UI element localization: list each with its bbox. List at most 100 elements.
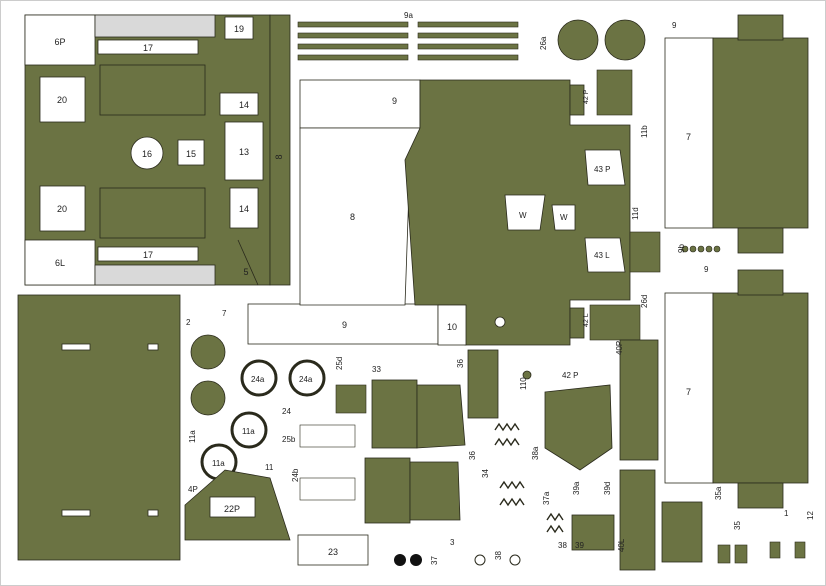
turret-label-10: 10 bbox=[447, 322, 457, 332]
turret-tab-42l bbox=[569, 307, 585, 339]
label-40l: 40L bbox=[617, 538, 626, 552]
turret-part bbox=[247, 79, 631, 346]
track-top bbox=[664, 14, 809, 254]
springs bbox=[494, 422, 564, 534]
label-38a: 38a bbox=[531, 446, 540, 460]
gear-26a bbox=[557, 19, 646, 61]
label-35: 35 bbox=[733, 521, 742, 530]
label-9a: 9a bbox=[404, 11, 413, 20]
label-11b: 11b bbox=[640, 125, 649, 138]
bottom-right-parts bbox=[717, 541, 806, 564]
label-39a: 39a bbox=[572, 481, 581, 495]
label-11a-b: 11a bbox=[212, 459, 225, 468]
turret-panel-9-bottom bbox=[247, 303, 439, 345]
label-1: 1 bbox=[784, 509, 789, 518]
hull-panel-20-top bbox=[39, 76, 86, 123]
hull-tread-bottom bbox=[94, 264, 216, 286]
label-7-left: 7 bbox=[222, 309, 227, 318]
hull-panel-15 bbox=[177, 139, 205, 166]
label-38: 38 bbox=[558, 541, 567, 550]
turret-panel-43l bbox=[584, 237, 626, 273]
hull-label-20-bottom: 20 bbox=[57, 204, 67, 214]
track-bottom bbox=[664, 269, 809, 509]
hull-panel-14-bottom bbox=[229, 187, 259, 229]
hull-label-13: 13 bbox=[239, 147, 249, 157]
hull-label-15: 15 bbox=[186, 149, 196, 159]
turret-w-left bbox=[504, 194, 546, 231]
turret-panel-10 bbox=[437, 304, 467, 346]
turret-label-43l: 43 L bbox=[594, 251, 610, 260]
turret-label-9-top: 9 bbox=[392, 96, 397, 106]
label-12: 12 bbox=[806, 511, 815, 520]
bottom-wheels bbox=[394, 554, 521, 566]
turret-hole bbox=[494, 316, 506, 328]
hull-label-17-bottom: 17 bbox=[143, 250, 153, 260]
label-3: 3 bbox=[450, 538, 455, 547]
turret-panel-43p bbox=[584, 149, 626, 186]
hull-fold-5 bbox=[237, 239, 259, 286]
label-22p: 22P bbox=[224, 504, 240, 514]
parts-25 bbox=[299, 384, 367, 501]
label-24b: 24b bbox=[291, 468, 300, 482]
parts-33 bbox=[364, 339, 703, 571]
turret-label-8: 8 bbox=[350, 212, 355, 222]
hull-label-16: 16 bbox=[142, 149, 152, 159]
hull-label-6p: 6P bbox=[54, 37, 65, 47]
label-26d: 26d bbox=[640, 295, 649, 308]
label-9b: 9b bbox=[677, 244, 686, 253]
label-37a: 37a bbox=[542, 491, 551, 505]
label-35a: 35a bbox=[714, 486, 723, 500]
label-34: 34 bbox=[481, 469, 490, 478]
strips-9a bbox=[297, 21, 519, 61]
label-36b: 36 bbox=[468, 451, 477, 460]
hull-label-5: 5 bbox=[243, 267, 248, 277]
hull-label-20-top: 20 bbox=[57, 95, 67, 105]
hull-label-19: 19 bbox=[234, 24, 244, 34]
gears-left bbox=[190, 334, 326, 481]
hull-panel-6l bbox=[24, 239, 96, 286]
label-36: 36 bbox=[456, 359, 465, 368]
label-33: 33 bbox=[372, 365, 381, 374]
label-39d: 39d bbox=[603, 482, 612, 495]
hull-label-17-top: 17 bbox=[143, 43, 153, 53]
label-11a: 11a bbox=[242, 427, 255, 436]
turret-label-42p: 42 P bbox=[583, 89, 590, 104]
parts-22p bbox=[184, 469, 369, 566]
hull-panel-20-bottom bbox=[39, 185, 86, 232]
hull-label-8-side: 8 bbox=[274, 154, 284, 159]
track-label-9-top: 9 bbox=[672, 21, 677, 30]
hull-panel-6p bbox=[24, 14, 96, 66]
hull-panel-19 bbox=[224, 16, 254, 40]
turret-label-w-left: W bbox=[519, 211, 527, 220]
label-42p: 42 P bbox=[562, 371, 578, 380]
label-110: 110 bbox=[519, 377, 528, 390]
hull-hatch-16 bbox=[130, 136, 164, 170]
hull-panel-14-top bbox=[219, 92, 259, 116]
label-24a-1: 24a bbox=[251, 375, 265, 384]
hull-panel-17-top bbox=[97, 39, 199, 55]
label-11a-c: 11a bbox=[188, 430, 197, 443]
side-panel-left bbox=[17, 294, 181, 561]
label-25d: 25d bbox=[335, 357, 344, 370]
label-26a: 26a bbox=[539, 36, 548, 50]
hull-deck-top bbox=[99, 64, 206, 116]
label-40p: 40P bbox=[615, 341, 624, 355]
label-39: 39 bbox=[575, 541, 584, 550]
label-11d: 11d bbox=[631, 207, 640, 220]
track-label-7-bottom: 7 bbox=[686, 387, 691, 397]
turret-label-42l: 42 L bbox=[583, 313, 590, 327]
hull-deck-bottom bbox=[99, 187, 206, 239]
hull-label-6l: 6L bbox=[55, 258, 65, 268]
hull-label-14-top: 14 bbox=[239, 100, 249, 110]
turret-label-9-bottom: 9 bbox=[342, 320, 347, 330]
label-24: 24 bbox=[282, 407, 291, 416]
turret-tab-42p bbox=[569, 84, 585, 116]
label-25b: 25b bbox=[282, 435, 296, 444]
turret-panel-8 bbox=[299, 127, 421, 306]
track-label-9-bottom: 9 bbox=[704, 265, 709, 274]
hull-tread-top bbox=[94, 14, 216, 38]
label-2: 2 bbox=[186, 318, 191, 327]
turret-panel-9-top bbox=[299, 79, 421, 129]
hull-side-8 bbox=[269, 14, 291, 286]
